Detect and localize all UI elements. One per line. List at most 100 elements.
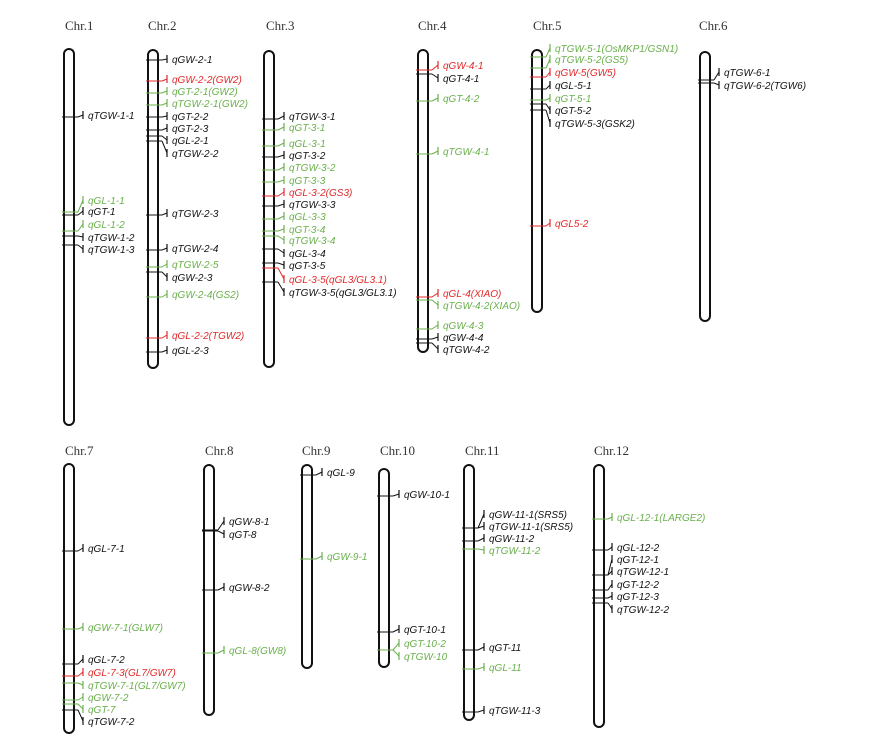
qtl-connector <box>161 78 168 82</box>
qtl-label: qGL-1-1 <box>88 196 125 207</box>
qtl-marker: qGT-3-3 <box>262 176 326 187</box>
qtl-label: qTGW-5-3(GSK2) <box>555 119 635 130</box>
qtl-connector <box>277 235 285 241</box>
chromosome-chr4: Chr.4qGW-4-1qGT-4-1qGT-4-2qTGW-4-1qGL-4(… <box>416 18 520 356</box>
qtl-connector <box>477 709 485 713</box>
qtl-connector <box>77 671 84 677</box>
qtl-connector <box>431 324 439 330</box>
qtl-marker: qGL-3-3 <box>262 212 326 223</box>
qtl-connector <box>545 222 551 227</box>
qtl-marker: qGL-2-1 <box>146 135 209 147</box>
qtl-label: qTGW-6-1 <box>724 68 771 79</box>
qtl-connector <box>161 102 168 106</box>
qtl-connector <box>161 115 168 118</box>
qtl-label: qGT-3-4 <box>289 225 326 236</box>
qtl-marker: qTGW-3-5(qGL3/GL3.1) <box>262 281 397 299</box>
qtl-connector <box>277 166 285 171</box>
qtl-connector <box>277 154 285 158</box>
qtl-connector <box>545 58 551 69</box>
qtl-connector <box>217 520 225 531</box>
qtl-marker: qGL-4(XIAO) <box>416 289 501 300</box>
qtl-label: qGW-8-2 <box>229 583 270 594</box>
qtl-marker: qGL-1-2 <box>62 220 125 232</box>
qtl-marker: qTGW-2-1(GW2) <box>146 99 248 110</box>
qtl-label: qTGW-7-1(GL7/GW7) <box>88 681 186 692</box>
qtl-label: qTGW-5-2(GS5) <box>555 55 628 66</box>
qtl-label: qGT-11 <box>489 643 521 654</box>
qtl-connector <box>77 682 84 686</box>
qtl-connector <box>161 58 168 61</box>
qtl-label: qGT-4-2 <box>443 94 480 105</box>
qtl-marker: qGW-2-3 <box>146 271 213 284</box>
qtl-label: qTGW-3-2 <box>289 163 336 174</box>
qtl-connector <box>77 235 84 238</box>
qtl-connector <box>607 595 613 599</box>
qtl-connector <box>315 471 323 476</box>
qtl-connector <box>431 150 439 155</box>
qtl-connector <box>277 191 285 197</box>
qtl-label: qTGW-3-5(qGL3/GL3.1) <box>289 288 397 299</box>
qtl-label: qTGW-2-1(GW2) <box>172 99 248 110</box>
qtl-label: qGT-2-1(GW2) <box>172 87 238 98</box>
qtl-marker: qTGW-3-2 <box>262 163 336 174</box>
chromosome-title: Chr.8 <box>205 443 234 458</box>
qtl-marker: qGW-7-2 <box>62 693 129 704</box>
qtl-marker: qGL-7-2 <box>62 655 125 666</box>
qtl-connector <box>77 244 84 250</box>
qtl-label: qGT-2-2 <box>172 112 209 123</box>
chromosome-bar <box>417 49 429 353</box>
qtl-connector <box>217 586 225 591</box>
chromosome-title: Chr.12 <box>594 443 629 458</box>
chromosome-bar <box>63 48 75 426</box>
qtl-connector <box>277 262 285 266</box>
qtl-connector <box>545 103 551 111</box>
qtl-label: qGW-8-1 <box>229 517 269 528</box>
qtl-marker: qGT-4-1 <box>416 73 479 85</box>
qtl-connector <box>277 281 285 293</box>
qtl-connector <box>545 71 551 78</box>
qtl-marker: qGL-3-5(qGL3/GL3.1) <box>262 267 387 286</box>
qtl-label: qGL-7-1 <box>88 544 125 555</box>
qtl-connector <box>431 336 439 340</box>
qtl-label: qTGW-2-3 <box>172 209 219 220</box>
qtl-marker: qGL-5-1 <box>530 81 592 92</box>
qtl-marker: qGT-5-1 <box>530 94 591 105</box>
qtl-marker: qGL-12-2 <box>592 543 660 554</box>
qtl-connector <box>607 558 613 576</box>
qtl-label: qGW-2-3 <box>172 273 213 284</box>
qtl-connector <box>607 546 613 551</box>
qtl-marker: qGT-4-2 <box>416 94 480 105</box>
qtl-marker: qTGW-11-2 <box>462 546 541 557</box>
qtl-marker: qGW-9-1 <box>300 552 367 563</box>
qtl-marker: qTGW-5-1(OsMKP1/GSN1) <box>530 44 678 58</box>
qtl-label: qGL-9 <box>327 468 355 479</box>
qtl-label: qGT-12-2 <box>617 580 659 591</box>
qtl-label: qGW-4-1 <box>443 61 483 72</box>
qtl-marker: qTGW-4-1 <box>416 147 490 158</box>
qtl-connector <box>431 64 439 71</box>
qtl-marker: qGW-8-2 <box>202 583 270 594</box>
qtl-connector <box>161 212 168 216</box>
qtl-connector <box>161 263 168 268</box>
qtl-connector <box>161 135 168 141</box>
qtl-marker: qGW-4-3 <box>416 321 484 332</box>
qtl-marker: qTGW-1-3 <box>62 244 135 256</box>
qtl-label: qGL-7-2 <box>88 655 125 666</box>
qtl-marker: qTGW-2-2 <box>146 140 219 160</box>
qtl-label: qTGW-12-2 <box>617 605 669 616</box>
qtl-label: qTGW-3-1 <box>289 112 336 123</box>
chromosome-title: Chr.5 <box>533 18 562 33</box>
chromosome-chr11: Chr.11qGW-11-1(SRS5)qTGW-11-1(SRS5)qGW-1… <box>462 443 573 721</box>
qtl-label: qTGW-1-3 <box>88 245 135 256</box>
qtl-marker: qGT-5-2 <box>530 103 592 117</box>
qtl-connector <box>277 267 285 280</box>
qtl-connector <box>477 513 485 529</box>
qtl-label: qTGW-11-2 <box>489 546 541 557</box>
qtl-label: qTGW-3-4 <box>289 236 336 247</box>
qtl-label: qGL-3-2(GS3) <box>289 188 352 199</box>
qtl-marker: qTGW-6-1 <box>698 68 771 81</box>
qtl-connector <box>713 71 720 81</box>
